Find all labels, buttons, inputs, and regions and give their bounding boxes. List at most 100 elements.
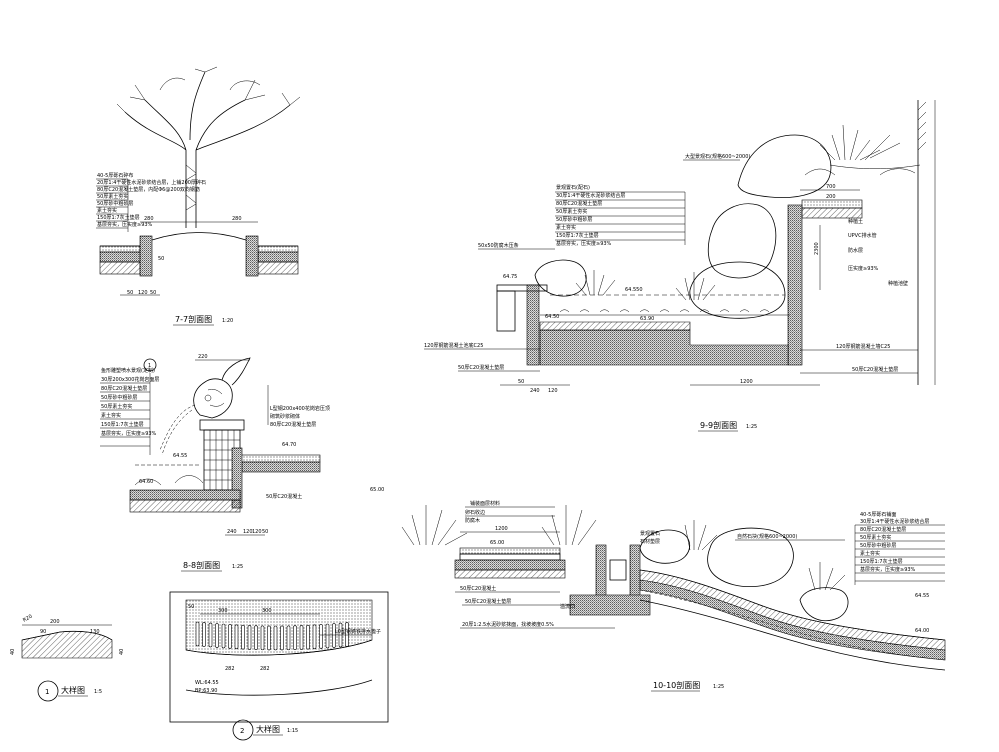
dim-9-9-2: 1200	[740, 379, 753, 385]
dim-9-9-4: 240	[530, 388, 540, 394]
rnote-10-10-5: 素土夯实	[860, 550, 880, 557]
dim-d1-0: 200	[50, 619, 60, 625]
dim-9-9-5: 50	[518, 379, 524, 385]
left-level-10-10: 65.00	[490, 540, 504, 546]
scale-d1: 1:5	[94, 689, 102, 695]
lnote-10-10-3: 50厚C20混凝土	[460, 585, 496, 592]
rnote-9-9-1: UPVC排水管	[848, 232, 877, 239]
grate-slot	[195, 621, 200, 647]
note-8-8-1: 30厚200x300花岗岩面层	[101, 376, 159, 383]
dim-9-9-6: 120	[548, 388, 558, 394]
dim-7-7-2: 50	[158, 256, 164, 262]
grate-slot	[345, 622, 349, 647]
level-10-10-0: 64.55	[915, 593, 929, 599]
lnote-10-10-0: 铺装面层材料	[470, 500, 500, 507]
note-7-7-1: 20厚1:4干硬性水泥砂浆结合层，上铺200厚碎石	[97, 179, 206, 186]
grate-slot	[202, 622, 206, 647]
grate-slot	[228, 624, 232, 649]
lnote-10-10-2: 防腐木	[465, 517, 480, 524]
dim-7-7-5: 50	[150, 290, 156, 296]
grate-slot	[273, 625, 278, 651]
rnote-8-8-3: 50厚C20混凝土	[266, 493, 302, 500]
section-9-9: 700 200 64.75 64.550 64.50 63.90 景观置石(配石…	[424, 100, 936, 432]
grate-slot	[208, 622, 213, 648]
lnote-10-10-1: 卵石收边	[465, 509, 485, 516]
note-9-9-1: 30厚1:4干硬性水泥砂浆结合层	[556, 192, 625, 199]
dim-d1-3: 40	[10, 649, 16, 655]
level-10-10-1: 64.00	[915, 628, 929, 634]
rock-large	[737, 134, 832, 198]
rnote-9-9-0: 种植土	[848, 218, 863, 225]
detail-1: 200 90 130 40 40 R20 1 大样图 1:5	[10, 614, 125, 702]
rnote-10-10-3: 50厚素土夯实	[860, 534, 891, 541]
level-d2-0: WL:64.55	[195, 680, 219, 686]
grate-slot	[332, 623, 336, 648]
section-8-8: 1 鱼形雕塑喷水景观(定制) 30厚200x300花岗岩面层 80厚C20混凝土…	[100, 354, 384, 572]
dim-d2-2: 300	[262, 608, 272, 614]
scale-7-7: 1:20	[222, 318, 233, 324]
bnote-10-10-0: 50厚C20混凝土垫层	[465, 598, 511, 605]
scale-10-10: 1:25	[713, 684, 724, 690]
bottom-note-9-9-0: 120厚钢筋混凝土池底C25	[424, 342, 483, 349]
level-8-8-3: 64.60	[139, 479, 153, 485]
tree-icon	[116, 66, 301, 228]
rnote-8-8-1: 砌筑砂浆砌体	[270, 413, 300, 420]
dim-8-8-0: 220	[198, 354, 208, 360]
top-label-10-10: 自然石块(规格600~2000)	[737, 533, 797, 540]
notes-10-10-left: 铺装面层材料 卵石收边 防腐木 50厚C20混凝土	[455, 500, 560, 593]
left-label-9-9: 50x50防腐木压条	[478, 242, 519, 249]
note-8-8-3: 50厚砂中粗砂层	[101, 394, 137, 401]
note-9-9-2: 80厚C20混凝土垫层	[556, 200, 602, 207]
grate-slot	[215, 623, 219, 648]
dim-7-7-1: 280	[232, 216, 242, 222]
note-9-9-3: 50厚素土夯实	[556, 208, 587, 215]
marker-d2	[232, 719, 254, 741]
rnote-10-10-6: 150厚1:7灰土垫层	[860, 558, 903, 565]
note-9-9-5: 素土夯实	[556, 224, 576, 231]
note-7-7-0: 40-5厚砾石碎布	[97, 172, 133, 179]
dim-d1-1: 90	[40, 629, 46, 635]
marker-8-8: 1	[148, 363, 151, 369]
plant-icon	[804, 124, 921, 176]
top-dims-9-9: (规格600~2000)	[710, 153, 750, 160]
note-8-8-6: 150厚1:7灰土垫层	[101, 421, 144, 428]
section-10-10: 1200 65.00 铺装面层材料 卵石收边 防腐木 50厚C20混凝土 景观置…	[401, 500, 946, 692]
rnote-10-10-1: 30厚1:4干硬性水泥砂浆结合层	[860, 518, 929, 525]
level-8-8-1: 64.70	[282, 442, 296, 448]
detail-2: 50 300 300 282 282 L0型钢铸铁排水篦子 WL:64.55 B…	[169, 591, 389, 741]
rnote-9-9-3: 压实度≥93%	[848, 265, 879, 272]
dim-d2-3: 282	[225, 666, 235, 672]
note-7-7-6: 150厚1:7灰土垫层	[97, 214, 140, 221]
rnote-9-9-4: 种植池壁	[888, 280, 908, 287]
bnote-10-10-1: 20厚1:2.5水泥砂浆抹面，找坡坡度0.5%	[462, 621, 554, 628]
label-d2: L0型钢铸铁排水篦子	[335, 628, 381, 635]
note-7-7-3: 50厚素土夯实	[97, 193, 128, 200]
dim-7-7-0: 280	[144, 216, 154, 222]
dim-8-8-1: 240	[227, 529, 237, 535]
top-label-9-9: 大型景观石	[685, 153, 710, 160]
dim-8-8-3: 120	[252, 529, 262, 535]
notes-8-8: 鱼形雕塑喷水景观(定制) 30厚200x300花岗岩面层 80厚C20混凝土垫层…	[100, 367, 159, 455]
rnote-10-10-0: 40-5厚砾石铺面	[860, 511, 896, 518]
scale-8-8: 1:25	[232, 564, 243, 570]
bottom-note-9-9-1: 50厚C20混凝土垫层	[458, 364, 504, 371]
dim-d2-1: 300	[218, 608, 228, 614]
dim-d2-0: 50	[188, 604, 194, 610]
rnote-8-8-2: 80厚C20混凝土垫层	[270, 421, 316, 428]
level-8-8-0: 64.55	[173, 453, 187, 459]
rnote-9-9-2: 防水层	[848, 247, 863, 254]
dim-8-8-2: 120	[243, 529, 253, 535]
level-9-9-1: 64.550	[625, 287, 643, 293]
note-7-7-5: 素土夯实	[97, 207, 117, 214]
dim-9-9-1: 200	[826, 194, 836, 200]
section-7-7: 40-5厚砾石碎布 20厚1:4干硬性水泥砂浆结合层，上铺200厚碎石 80厚C…	[96, 66, 301, 326]
grate-slot	[312, 624, 317, 650]
dim-d1-5: R20	[22, 614, 34, 624]
dim-d1-4: 40	[119, 649, 125, 655]
notes-7-7: 40-5厚砾石碎布 20厚1:4干硬性水泥砂浆结合层，上铺200厚碎石 80厚C…	[96, 172, 206, 232]
notes-10-10-right: 40-5厚砾石铺面 30厚1:4干硬性水泥砂浆结合层 80厚C20混凝土垫层 5…	[854, 511, 945, 585]
level-d2-1: BP:63.90	[195, 688, 217, 694]
dim-9-9-3: 2300	[814, 242, 820, 255]
grate-slot	[234, 624, 239, 650]
